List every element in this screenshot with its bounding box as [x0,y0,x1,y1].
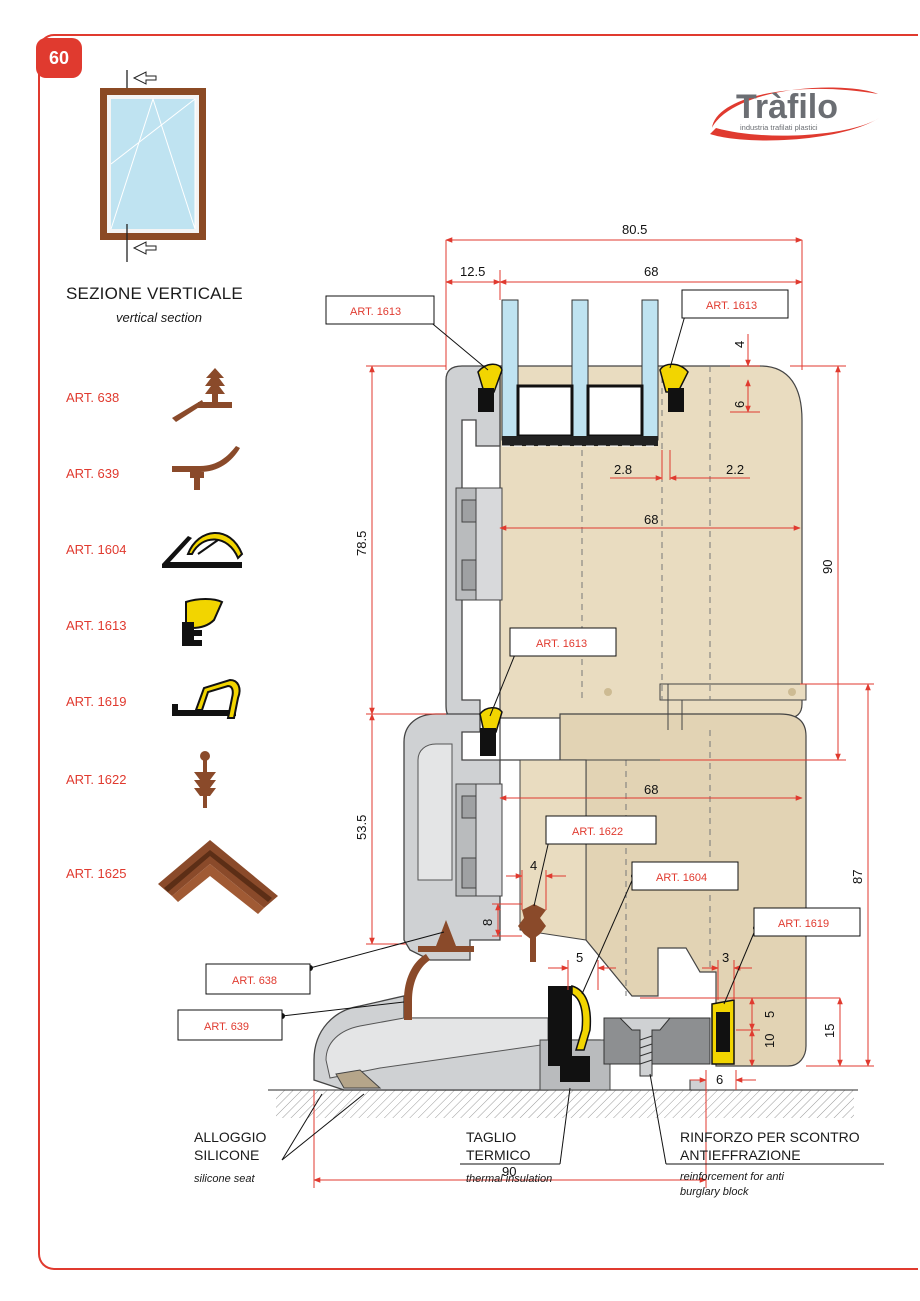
section-subtitle: vertical section [116,310,202,325]
callout-art-1619: ART. 1619 [778,918,829,930]
art-1625-corner-icon [158,840,278,914]
gasket-art-1613-frame [479,707,503,756]
art-1613-profile-icon [182,598,224,646]
note-thermal-sub: thermal insulation [466,1173,553,1185]
callout-box-art-638 [205,963,311,995]
callout-box-art-1622 [545,815,657,845]
dim-15: 15 [822,1024,837,1038]
note-thermal-title-2: TERMICO [466,1147,531,1163]
dim-8: 8 [480,919,495,926]
glass-pane-outer [501,299,519,441]
note-silicone-title-2: SILICONE [194,1147,260,1163]
legend-label-art-638: ART. 638 [66,390,120,405]
dim-68-mid: 68 [644,512,658,527]
logo-swoosh-bottom [710,116,882,141]
callout-art-1613-c: ART. 1613 [536,638,587,650]
gasket-art-638 [418,920,474,952]
logo-tagline: industria trafilati plastici [740,123,818,132]
callout-art-639: ART. 639 [204,1021,249,1033]
gasket-art-1613-inner [659,363,689,412]
aluminium-cladding-sash [445,365,501,717]
dim-6-top: 6 [732,401,747,408]
note-silicone-title-1: ALLOGGIO [194,1129,267,1145]
gasket-art-1622 [518,904,546,940]
legend-label-art-1604: ART. 1604 [66,542,127,557]
dim-78-5: 78.5 [354,531,369,556]
note-silicone-sub: silicone seat [194,1173,255,1185]
callout-box-art-1619 [753,907,861,937]
callout-box-art-1604 [631,861,739,891]
dim-90-right: 90 [820,560,835,574]
thermal-break [548,986,590,1082]
gasket-art-639 [404,954,430,1020]
callout-art-1613-a: ART. 1613 [350,306,401,318]
note-reinforce-sub-1: reinforcement for anti [680,1171,784,1183]
dim-90-bottom: 90 [502,1164,516,1179]
callout-art-1622: ART. 1622 [572,826,623,838]
callout-art-1613-b: ART. 1613 [706,300,757,312]
dim-3: 3 [722,950,729,965]
dim-5-b: 5 [762,1011,777,1018]
dim-2-2: 2.2 [726,462,744,477]
legend-label-art-1625: ART. 1625 [66,866,127,881]
legend-label-art-1622: ART. 1622 [66,772,127,787]
dim-2-8: 2.8 [614,462,632,477]
callout-box-art-639 [177,1009,283,1041]
gasket-art-1613-outer [477,363,503,412]
note-reinforce-title-2: ANTIEFFRAZIONE [680,1147,801,1163]
note-reinforce-sub: reinforcement for anti burglary block [680,1170,784,1200]
legend-label-art-1613: ART. 1613 [66,618,127,633]
reinforcement-screw-icon [618,1017,672,1077]
dim-80-5: 80.5 [622,222,647,237]
note-reinforce-sub-2: burglary block [680,1186,749,1198]
callout-box-art-1613-c [509,627,617,657]
art-1604-profile-icon [162,532,244,568]
section-title: SEZIONE VERTICALE [66,284,243,303]
callout-box-art-1613-a [325,295,435,325]
glass-pane-middle [571,299,589,441]
dim-4-low: 4 [530,858,537,873]
window-thumbnail-icon [100,70,206,262]
note-reinforcement: RINFORZO PER SCONTRO ANTIEFFRAZIONE [680,1128,860,1164]
legend-label-art-1619: ART. 1619 [66,694,127,709]
dim-5-a: 5 [576,950,583,965]
dim-12-5: 12.5 [460,264,485,279]
gasket-art-1604 [571,985,592,1051]
dim-68-low: 68 [644,782,658,797]
page-frame [38,34,918,1270]
art-1619-profile-icon [172,678,241,719]
dimension-lines [313,237,874,1188]
logo-swoosh-top [712,87,878,128]
note-thermal-break: TAGLIO TERMICO [466,1128,531,1164]
floor-hatch [276,1090,854,1118]
art-1622-profile-icon [194,751,216,808]
art-638-profile-icon [172,368,232,422]
dim-87: 87 [850,870,865,884]
page-number: 60 [48,47,70,68]
callout-box-art-1613-b [681,289,789,319]
callout-art-638: ART. 638 [232,975,277,987]
logo-wordmark: Tràfilo [736,88,838,126]
glass-pane-inner [641,299,659,441]
dim-10: 10 [762,1034,777,1048]
dim-53-5: 53.5 [354,815,369,840]
brand-logo: Tràfilo industria trafilati plastici [710,87,882,141]
note-thermal-title-1: TAGLIO [466,1129,517,1145]
note-silicone-seat: ALLOGGIO SILICONE [194,1128,266,1164]
art-639-profile-icon [172,446,240,490]
dim-6-bottom: 6 [716,1072,723,1087]
callout-art-1604: ART. 1604 [656,872,707,884]
note-reinforce-title-1: RINFORZO PER SCONTRO [680,1129,860,1145]
legend-label-art-639: ART. 639 [66,466,120,481]
dim-4-top: 4 [732,341,747,348]
page-number-badge: 60 [36,38,82,78]
silicone-seat [335,1069,382,1089]
dim-68-top: 68 [644,264,658,279]
